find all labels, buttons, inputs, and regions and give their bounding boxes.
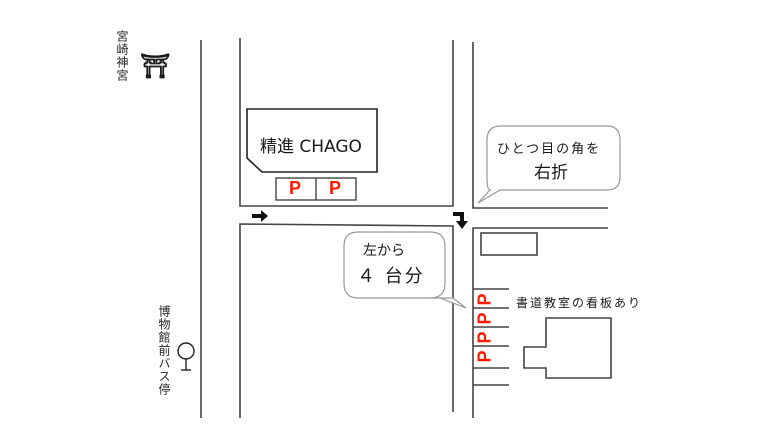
building-calligraphy-school [523, 317, 612, 379]
callout-turn-line2: 右折 [534, 163, 568, 183]
parking-shop-2: P [329, 178, 342, 198]
callout-turn-line1: ひとつ目の角を [497, 142, 602, 157]
sign-note: 書道教室の看板あり [516, 296, 643, 310]
shop-building [246, 108, 378, 173]
block-upper-left [239, 38, 454, 207]
parking-lot-3: P [474, 331, 495, 344]
shop-name: 精進 CHAGO [260, 137, 362, 157]
building-small [480, 232, 538, 256]
bus-stop-label: 博物館前バス停 [157, 305, 171, 396]
turn-right-down-icon [453, 212, 468, 229]
shrine-label: 宮崎神宮 [115, 30, 129, 82]
parking-lot-1: P [474, 293, 495, 306]
block-upper-right [472, 42, 608, 209]
callout-turn-bubble [477, 125, 621, 204]
parking-lot-2: P [474, 312, 495, 325]
block-lower-middle [239, 223, 454, 418]
parking-shop-1: P [289, 178, 302, 198]
torii-icon: ⛩ [140, 52, 171, 80]
callout-parking-bubble [343, 231, 467, 309]
callout-parking-line1: 左から [363, 243, 405, 259]
parking-lot-4: P [474, 350, 495, 363]
callout-parking-line2: ４ 台分 [357, 266, 425, 287]
arrow-right-icon [252, 210, 268, 222]
block-lower-right [472, 227, 608, 418]
bus-stop-icon [177, 342, 195, 371]
